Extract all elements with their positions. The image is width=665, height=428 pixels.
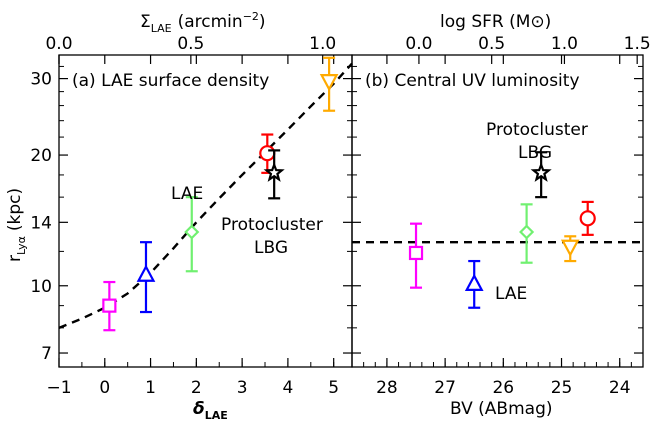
panel-b-xtick-label: 25 [551, 378, 573, 398]
panel-a-marker-circle [259, 145, 276, 162]
panel-b-marker-diamond [519, 224, 535, 240]
panel-a-xlabel: δLAE [193, 399, 228, 422]
panel-a-fit [58, 62, 353, 329]
panel-a-ytick-label: 20 [30, 146, 52, 166]
panel-b-marker-square [408, 245, 424, 261]
panel-b-xlabel: BV (ABmag) [450, 399, 553, 419]
panel-a-ytick-label: 7 [41, 344, 52, 364]
panel-a-xtick-label: 0 [99, 378, 110, 398]
panel-a-top-tick-label: 0.5 [177, 34, 204, 54]
panel-b-points [408, 151, 596, 309]
panel-a: (a) LAE surface density −1 0 1 2 3 4 5 0.0 0.5 1.… [5, 10, 353, 422]
panel-a-ytick-label: 30 [30, 70, 52, 90]
panel-b-xtick-label: 28 [376, 378, 398, 398]
panel-a-annotation-protocluster: Protocluster [221, 215, 323, 235]
panel-a-frame [58, 54, 353, 368]
panel-a-points [102, 56, 339, 332]
panel-a-marker-triangle-up [136, 264, 156, 282]
panel-a-marker-square [102, 298, 117, 313]
panel-a-xtick-label: 3 [237, 378, 248, 398]
panel-b-xtick-label: 24 [609, 378, 631, 398]
panel-a-annotation-lae: LAE [171, 184, 203, 204]
panel-a-ticks: −1 0 1 2 3 4 5 0.0 0.5 1.0 7 10 14 20 30 [30, 34, 352, 398]
panel-b-marker-circle [579, 210, 596, 227]
panel-b-top-label: log SFR (M⊙) [440, 12, 551, 32]
panel-a-top-label: ΣLAE(arcmin−2) [140, 10, 266, 35]
panel-a-marker-diamond [184, 224, 200, 240]
panel-a-fit-curve [58, 62, 353, 329]
panel-a-annotation-lbg: LBG [254, 238, 288, 258]
panel-b-marker-triangle-down [560, 239, 580, 258]
panel-a-xtick-label: 4 [282, 378, 293, 398]
panel-a-ylabel: rLyα(kpc) [5, 188, 28, 262]
panel-a-title: (a) LAE surface density [72, 71, 269, 91]
panel-a-top-tick-label: 0.0 [45, 34, 72, 54]
panel-b-top-tick-label: 0.5 [478, 34, 505, 54]
panel-b-annotation-lbg: LBG [518, 143, 552, 163]
panel-a-top-tick-label: 1.0 [309, 34, 336, 54]
panel-b-top-tick-label: 0.0 [405, 34, 432, 54]
panel-a-xtick-label: 1 [145, 378, 156, 398]
panel-a-ytick-label: 10 [30, 277, 52, 297]
panel-a-marker-triangle-down [319, 74, 339, 92]
panel-a-xtick-label: −1 [46, 378, 71, 398]
panel-b-annotation-protocluster: Protocluster [486, 120, 588, 140]
panel-a-marker-star [263, 161, 285, 182]
panel-b: (b) Central UV luminosity 28 27 26 25 24 0.0 0… [351, 12, 651, 419]
panel-b-xtick-label: 27 [434, 378, 456, 398]
panel-b-title: (b) Central UV luminosity [365, 71, 580, 91]
panel-b-frame [351, 54, 644, 368]
panel-b-top-tick-label: 1.5 [624, 34, 651, 54]
panel-b-marker-triangle-up [464, 273, 484, 291]
panel-b-annotation-lae: LAE [495, 284, 527, 304]
panel-b-top-tick-label: 1.0 [551, 34, 578, 54]
panel-b-xtick-label: 26 [492, 378, 514, 398]
panel-a-ytick-label: 14 [30, 213, 52, 233]
panel-a-xtick-label: 5 [328, 378, 339, 398]
panel-b-ticks: 28 27 26 25 24 0.0 0.5 1.0 1.5 [351, 34, 651, 398]
panel-b-marker-star [530, 161, 552, 182]
panel-a-xtick-label: 2 [191, 378, 202, 398]
